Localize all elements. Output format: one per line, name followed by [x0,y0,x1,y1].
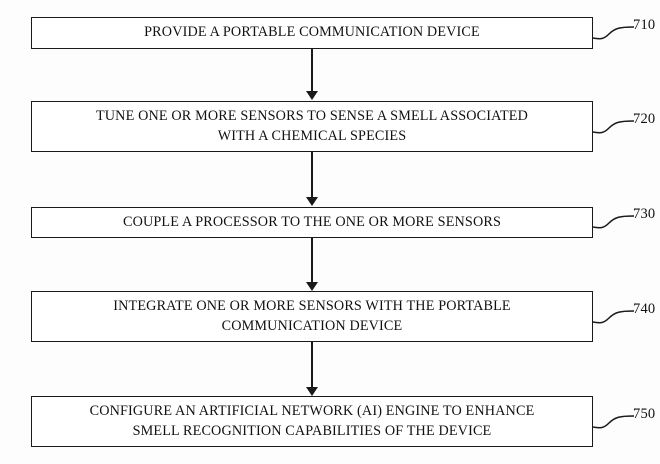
reference-number-750: 750 [633,406,656,422]
flowchart-step-740-label: INTEGRATE ONE OR MORE SENSORS WITH THE P… [113,298,511,334]
connector-740-750 [311,342,313,388]
leader-line-740 [592,310,635,324]
reference-number-740: 740 [633,301,656,317]
flowchart-step-720-label: TUNE ONE OR MORE SENSORS TO SENSE A SMEL… [95,108,529,144]
arrowhead-720-730 [305,197,318,206]
flowchart-step-710-label: PROVIDE A PORTABLE COMMUNICATION DEVICE [144,24,480,41]
connector-720-730 [311,152,313,198]
flowchart-step-730-label: COUPLE A PROCESSOR TO THE ONE OR MORE SE… [122,213,502,230]
arrowhead-730-740 [305,282,318,291]
reference-number-710: 710 [633,17,656,33]
flowchart-step-710: PROVIDE A PORTABLE COMMUNICATION DEVICE [31,17,593,49]
flowchart-step-720: TUNE ONE OR MORE SENSORS TO SENSE A SMEL… [31,101,593,152]
reference-number-730: 730 [633,206,656,222]
connector-710-720 [311,49,313,92]
leader-line-710 [592,26,635,40]
flowchart-step-730: COUPLE A PROCESSOR TO THE ONE OR MORE SE… [31,207,593,238]
flowchart-step-750: CONFIGURE AN ARTIFICIAL NETWORK (AI) ENG… [31,396,593,447]
arrowhead-740-750 [305,387,318,396]
arrowhead-710-720 [305,91,318,100]
connector-730-740 [311,238,313,283]
leader-line-720 [592,120,635,134]
leader-line-750 [592,415,635,429]
flowchart-step-750-label: CONFIGURE AN ARTIFICIAL NETWORK (AI) ENG… [89,403,535,439]
reference-number-720: 720 [633,111,656,127]
flowchart-step-740: INTEGRATE ONE OR MORE SENSORS WITH THE P… [31,291,593,342]
leader-line-730 [592,215,635,229]
